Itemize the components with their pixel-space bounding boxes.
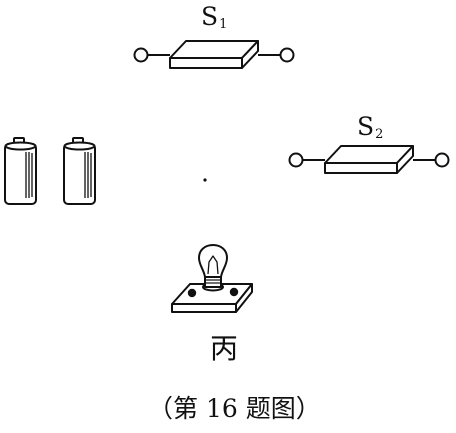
figure-caption: （第 16 题图） — [148, 394, 321, 423]
panel-label: 丙 — [210, 332, 239, 365]
switch-s1-icon — [133, 40, 295, 69]
stray-dot — [203, 178, 207, 182]
bulb-icon — [171, 244, 253, 313]
switch-s2-label: S2 — [357, 112, 384, 142]
switch-s1-label: S1 — [201, 2, 228, 32]
battery-icon — [4, 137, 37, 205]
battery-icon — [63, 137, 96, 205]
switch-s2-icon — [288, 145, 450, 174]
